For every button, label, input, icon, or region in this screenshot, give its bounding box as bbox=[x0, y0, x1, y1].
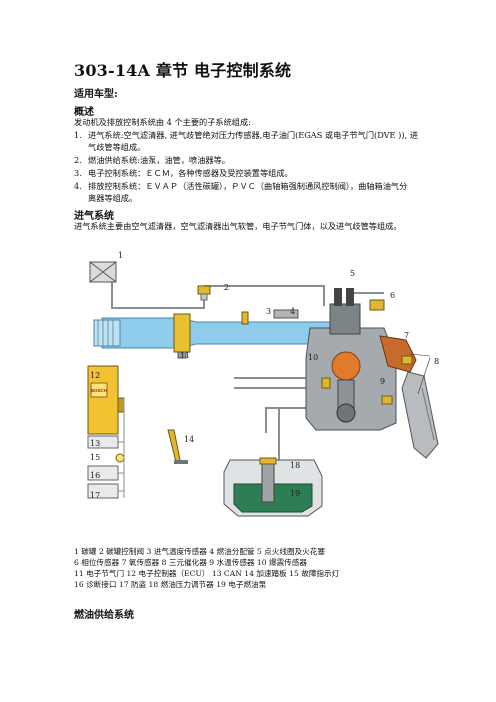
page-title: 303-14A 章节 电子控制系统 bbox=[74, 61, 292, 80]
item-number: 1. bbox=[74, 130, 82, 140]
item-text: 燃油供给系统:油泵，油管，喷油器等。 bbox=[88, 155, 230, 165]
engine-block-icon bbox=[305, 288, 397, 431]
callout-18: 18 bbox=[290, 461, 300, 470]
phase-sensor-icon bbox=[369, 299, 385, 311]
item-text: 电子控制系统：ＥＣＭ，各种传感器及受控装置等组成。 bbox=[88, 168, 293, 178]
intake-heading: 进气系统 bbox=[74, 211, 114, 222]
callout-1: 1 bbox=[118, 251, 123, 260]
callout-4: 4 bbox=[290, 307, 295, 316]
intake-description: 进气系统主要由空气滤清器，空气滤清器出气软管，电子节气门体，以及进气歧管等组成。 bbox=[74, 221, 402, 231]
callout-10: 10 bbox=[308, 353, 318, 362]
callout-6: 6 bbox=[390, 291, 395, 300]
legend-line-1: 1 碳罐 2 碳罐控制阀 3 进气温度传感器 4 燃油分配管 5 点火线圈及火花… bbox=[74, 547, 325, 556]
intake-pipe bbox=[93, 317, 340, 349]
legend-line-3: 11 电子节气门 12 电子控制器（ECU） 13 CAN 14 加速踏板 15… bbox=[74, 569, 340, 578]
callout-2: 2 bbox=[224, 283, 229, 292]
knock-sensor-icon bbox=[321, 377, 331, 389]
item-text: 排放控制系统：ＥＶＡＰ（活性碳罐），ＰＶＣ（曲轴箱强制通风控制阀），曲轴箱油气分 bbox=[88, 181, 408, 191]
applicable-model-label: 适用车型: bbox=[74, 89, 118, 100]
callout-14: 14 bbox=[184, 435, 194, 444]
fuel-system-heading: 燃油供给系统 bbox=[74, 610, 134, 621]
ecu-brand-label: BOSCH bbox=[91, 388, 107, 393]
overview-item-2: 2. 燃油供给系统:油泵，油管，喷油器等。 bbox=[74, 154, 434, 166]
engine-system-diagram: BOSCH 1 2 bbox=[87, 251, 439, 517]
overview-item-3: 3. 电子控制系统：ＥＣＭ，各种传感器及受控装置等组成。 bbox=[74, 167, 434, 179]
callout-5: 5 bbox=[350, 269, 355, 278]
overview-intro: 发动机及排放控制系统由 4 个主要的子系统组成: bbox=[74, 117, 251, 127]
canister-icon bbox=[89, 261, 117, 283]
item-number: 4. bbox=[74, 181, 82, 191]
callout-9: 9 bbox=[380, 377, 385, 386]
legend-line-2: 6 相位传感器 7 氧传感器 8 三元催化器 9 水温传感器 10 爆震传感器 bbox=[74, 558, 307, 567]
catalytic-converter-icon bbox=[401, 371, 439, 459]
oxygen-sensor-icon bbox=[401, 355, 413, 365]
intake-temp-sensor-icon bbox=[241, 311, 249, 325]
callout-7: 7 bbox=[404, 331, 409, 340]
ecu-icon: BOSCH bbox=[87, 365, 125, 435]
canister-valve-icon bbox=[197, 285, 211, 301]
callout-8: 8 bbox=[434, 357, 439, 366]
overview-heading: 概述 bbox=[74, 107, 94, 118]
fuel-tank-icon bbox=[223, 457, 323, 517]
callout-12: 12 bbox=[90, 371, 100, 380]
callout-16: 16 bbox=[90, 471, 100, 480]
fuel-pump-icon bbox=[261, 461, 275, 503]
fuel-rail-icon bbox=[273, 309, 299, 319]
callout-15: 15 bbox=[90, 453, 100, 462]
callout-19: 19 bbox=[290, 489, 300, 498]
callout-3: 3 bbox=[266, 307, 271, 316]
throttle-body-icon bbox=[173, 313, 191, 359]
legend-line-4: 16 诊断接口 17 防盗 18 燃油压力调节器 19 电子燃油泵 bbox=[74, 580, 267, 589]
item-text: 进气系统:空气滤清器, 进气歧管绝对压力传感器,电子油门(EGAS 或电子节气门… bbox=[88, 130, 418, 140]
fuel-pressure-regulator-icon bbox=[259, 457, 277, 465]
overview-item-4: 4. 排放控制系统：ＥＶＡＰ（活性碳罐），ＰＶＣ（曲轴箱强制通风控制阀），曲轴箱油… bbox=[74, 180, 434, 204]
callout-13: 13 bbox=[90, 439, 100, 448]
overview-item-1: 1. 进气系统:空气滤清器, 进气歧管绝对压力传感器,电子油门(EGAS 或电子节… bbox=[74, 129, 434, 153]
warning-lamp-icon bbox=[115, 453, 125, 463]
item-text-cont: 气歧管等组成。 bbox=[88, 142, 146, 152]
item-number: 3. bbox=[74, 168, 82, 178]
ignition-coil-icon bbox=[334, 288, 342, 306]
callout-11: 11 bbox=[180, 351, 190, 360]
water-temp-sensor-icon bbox=[381, 395, 393, 405]
callout-17: 17 bbox=[90, 491, 100, 500]
item-number: 2. bbox=[74, 155, 82, 165]
accelerator-pedal-icon bbox=[167, 429, 188, 464]
ecu-peripherals bbox=[87, 435, 125, 499]
item-text-cont: 离器等组成。 bbox=[88, 193, 138, 203]
